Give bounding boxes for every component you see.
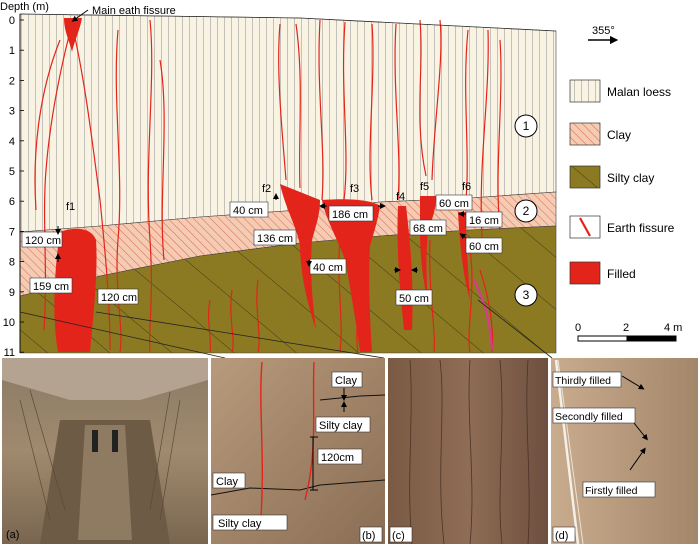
meas-f1-120cm: 120 cm xyxy=(25,235,61,247)
fissure-f2-label: f2 xyxy=(262,183,271,195)
depth-tick-label: 3 xyxy=(9,106,15,118)
scale-label-2: 2 xyxy=(623,322,629,334)
depth-tick-label: 2 xyxy=(9,75,15,87)
photo-b-silty-bottom: Silty clay xyxy=(218,518,262,530)
north-label: 355° xyxy=(592,25,615,37)
meas-f6-60cm: 60 cm xyxy=(469,241,499,253)
photo-a: (a) xyxy=(2,358,208,544)
photo-d-firstly-filled: Firstly filled xyxy=(585,485,638,497)
legend-label-clay: Clay xyxy=(607,128,631,142)
legend-label-loess: Malan loess xyxy=(607,85,671,99)
depth-tick-label: 9 xyxy=(9,287,15,299)
scale-label-0: 0 xyxy=(575,322,581,334)
meas-f2-40cm-b: 40 cm xyxy=(313,262,343,274)
depth-tick-label: 11 xyxy=(4,347,15,359)
depth-axis-label: Depth (m) xyxy=(0,1,49,13)
meas-f2-136cm: 136 cm xyxy=(257,233,293,245)
photo-b-120cm: 120cm xyxy=(321,452,354,464)
legend-label-silty: Silty clay xyxy=(607,171,654,185)
fissure-f4-label: f4 xyxy=(396,191,405,203)
depth-tick-label: 7 xyxy=(9,226,15,238)
depth-tick-label: 0 xyxy=(9,15,15,27)
fissure-f6-label: f6 xyxy=(462,181,471,193)
photo-c: (c) xyxy=(388,358,548,545)
photo-a-label: (a) xyxy=(6,529,19,541)
fissure-f1-label: f1 xyxy=(66,201,75,213)
photo-c-label: (c) xyxy=(392,530,405,542)
photo-b-clay-left: Clay xyxy=(216,476,239,488)
magenta-fissure xyxy=(473,279,494,351)
layer-labels: 1 2 3 xyxy=(514,114,538,307)
depth-tick-label: 1 xyxy=(9,45,15,57)
north-indicator: 355° xyxy=(588,25,619,45)
layer-2-label: 2 xyxy=(523,204,530,218)
meas-f6-16cm: 16 cm xyxy=(469,215,499,227)
photo-b-silty-mid: Silty clay xyxy=(319,420,363,432)
depth-tick-label: 8 xyxy=(9,257,15,269)
photo-b: Clay Silty clay 120cm Clay Silty clay (b… xyxy=(210,358,386,544)
main-fissure-top xyxy=(64,18,82,52)
fissure-f5-label: f5 xyxy=(420,181,429,193)
layer-1-label: 1 xyxy=(523,119,530,133)
f1-fill xyxy=(54,228,97,352)
fissure-f3-label: f3 xyxy=(350,183,359,195)
legend-swatch-filled xyxy=(569,261,601,285)
legend-swatch-clay xyxy=(569,122,601,146)
meas-f2-40cm: 40 cm xyxy=(233,205,263,217)
legend: Malan loess Clay Silty clay Earth fissur… xyxy=(569,79,675,285)
photo-b-clay-top: Clay xyxy=(335,375,358,387)
photo-d-thirdly-filled: Thirdly filled xyxy=(555,375,611,387)
measurement-labels: 120 cm 159 cm 120 cm 40 cm 136 cm 40 cm … xyxy=(21,194,503,306)
depth-tick-label: 6 xyxy=(9,196,15,208)
f3-fill xyxy=(322,199,380,352)
meas-f1-159cm: 159 cm xyxy=(33,281,69,293)
depth-tick-label: 4 xyxy=(9,136,15,148)
legend-swatch-silty xyxy=(569,165,601,189)
meas-f5-60cm: 60 cm xyxy=(439,198,469,210)
depth-tick-label: 10 xyxy=(3,317,15,329)
layer-3-label: 3 xyxy=(523,288,530,302)
meas-f4-68cm: 68 cm xyxy=(413,223,443,235)
photo-d: Thirdly filled Secondly filled Firstly f… xyxy=(551,358,698,545)
legend-swatch-loess xyxy=(569,79,601,103)
meas-f4-50cm: 50 cm xyxy=(399,293,429,305)
depth-axis: Depth (m) 0 1 2 3 4 5 6 7 8 9 10 11 xyxy=(0,1,49,359)
main-fissure-note: Main eath fissure xyxy=(92,5,176,17)
meas-f3-186cm: 186 cm xyxy=(332,209,368,221)
earth-fissure-cracks xyxy=(34,19,502,353)
legend-label-fissure: Earth fissure xyxy=(607,221,675,235)
scale-label-4m: 4 m xyxy=(664,322,682,334)
scale-bar: 0 2 4 m xyxy=(575,322,682,342)
depth-tick-label: 5 xyxy=(9,166,15,178)
photo-d-secondly-filled: Secondly filled xyxy=(555,411,623,423)
legend-label-filled: Filled xyxy=(607,267,636,281)
meas-f1-120cm-b: 120 cm xyxy=(101,292,137,304)
f2-fill xyxy=(280,184,320,330)
photo-d-label: (d) xyxy=(555,530,568,542)
photo-b-label: (b) xyxy=(362,530,375,542)
fissure-names: f1 f2 f3 f4 f5 f6 xyxy=(66,181,471,213)
